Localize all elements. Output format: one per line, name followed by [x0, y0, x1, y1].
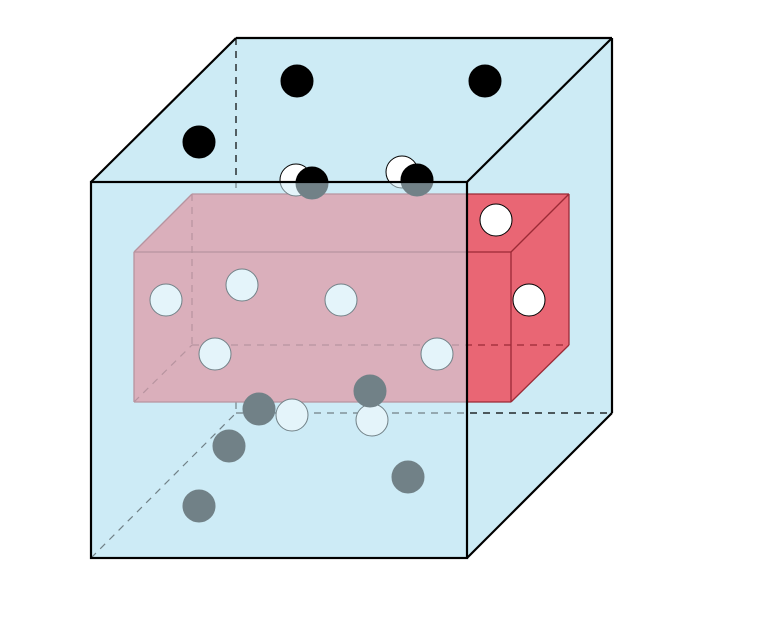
- white-dot-3: [479, 203, 513, 237]
- white-dot-7: [512, 283, 546, 317]
- black-dot-5: [182, 125, 216, 159]
- cube-front-outline: [89, 180, 469, 560]
- cube-edge-bottom-right: [466, 412, 613, 559]
- cube-front-face: [91, 182, 467, 558]
- black-dot-3: [280, 64, 314, 98]
- cube-edge-top-left: [90, 37, 237, 183]
- outer-cube-front: [89, 36, 614, 560]
- black-dot-4: [468, 64, 502, 98]
- cube-edge-top-right: [466, 37, 613, 183]
- box-right-bottom-edge: [510, 344, 570, 403]
- box-top-right-edge: [510, 193, 570, 253]
